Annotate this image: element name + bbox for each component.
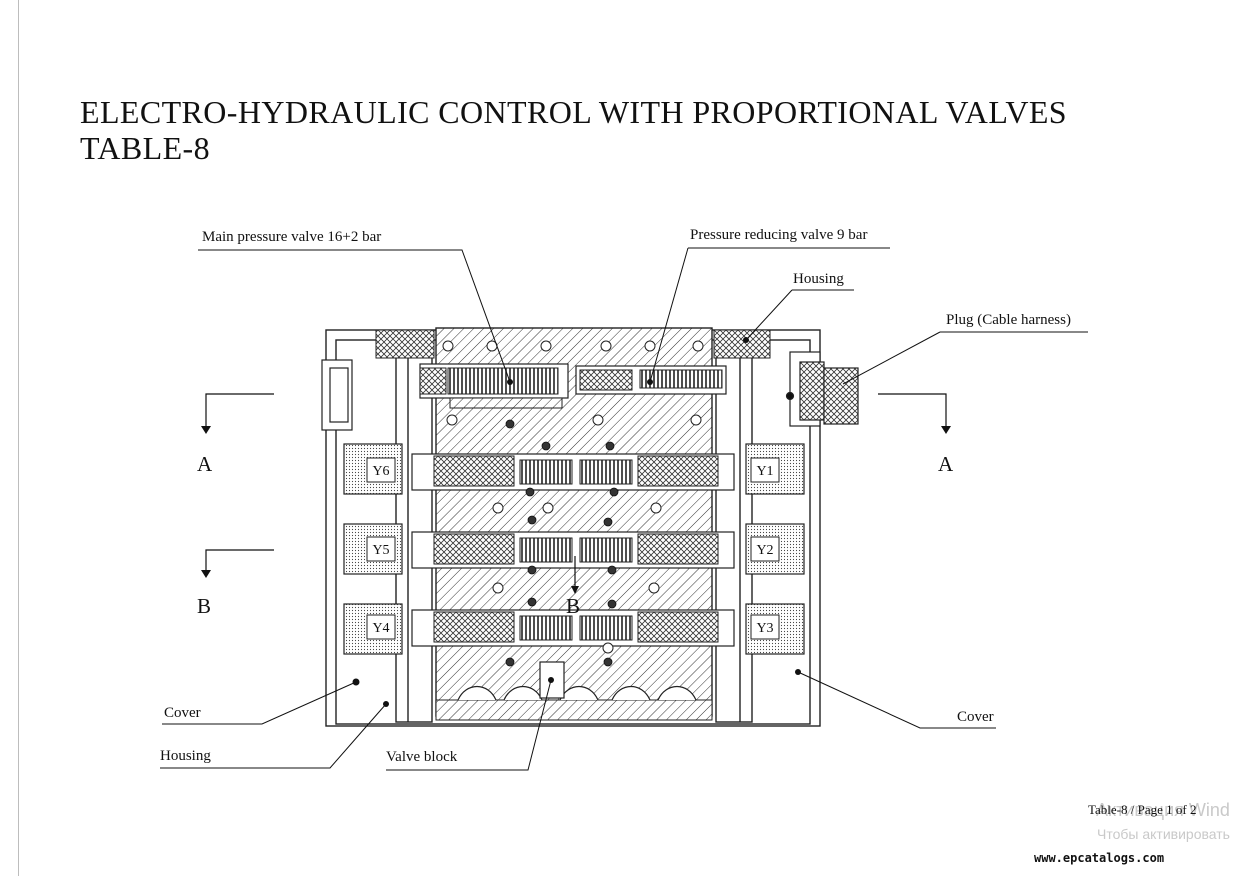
section-mark-b-left: B [197, 594, 211, 618]
solenoid-y3: Y3 [750, 614, 780, 640]
section-mark-a-right: A [938, 452, 954, 476]
svg-text:Y2: Y2 [756, 543, 773, 558]
left-fitting [321, 359, 353, 431]
section-arrowheads [201, 426, 951, 594]
solenoid-y6: Y6 [366, 457, 396, 483]
svg-text:Y5: Y5 [372, 543, 389, 558]
section-mark-a-left: A [197, 452, 213, 476]
main-pressure-valve-bore [419, 363, 569, 409]
label-cover-left: Cover [164, 705, 201, 721]
svg-text:Y4: Y4 [372, 621, 389, 636]
svg-text:Y3: Y3 [756, 621, 773, 636]
svg-text:Y1: Y1 [756, 464, 773, 479]
solenoid-y2: Y2 [750, 536, 780, 562]
leader-lines [160, 247, 1088, 771]
leader-dots [352, 337, 801, 707]
title-line-2: TABLE-8 [80, 130, 210, 166]
svg-text:Y6: Y6 [372, 464, 389, 479]
cable-harness-plug [785, 351, 859, 427]
solenoid-y5: Y5 [366, 536, 396, 562]
page-number: Table-8 / Page 1 of 2 [1088, 802, 1197, 817]
solenoid-y4: Y4 [366, 614, 396, 640]
solenoid-y1: Y1 [750, 457, 780, 483]
title-line-1: ELECTRO-HYDRAULIC CONTROL WITH PROPORTIO… [80, 94, 1067, 130]
label-plug: Plug (Cable harness) [946, 312, 1071, 328]
bolt-heads [505, 419, 619, 667]
drill-holes [442, 340, 704, 654]
spool-row-1 [411, 453, 735, 491]
label-housing-top: Housing [793, 271, 844, 287]
label-pressure-reducing-valve: Pressure reducing valve 9 bar [690, 227, 867, 243]
activation-watermark-line-1: Активация Wind [1096, 800, 1230, 820]
label-main-pressure-valve: Main pressure valve 16+2 bar [202, 229, 381, 245]
label-housing-bottom: Housing [160, 748, 211, 764]
site-url: www.epcatalogs.com [1034, 851, 1165, 865]
label-valve-block: Valve block [386, 749, 458, 765]
page-left-rule [18, 0, 19, 876]
section-markers [205, 393, 947, 588]
label-cover-right: Cover [957, 709, 994, 725]
bottom-ports [457, 661, 697, 701]
page-title: ELECTRO-HYDRAULIC CONTROL WITH PROPORTIO… [80, 94, 1067, 166]
section-mark-b-center: B [566, 594, 580, 618]
spool-row-2 [411, 531, 735, 569]
activation-watermark-line-2: Чтобы активировать [1097, 826, 1230, 842]
spool-row-3 [411, 609, 735, 647]
